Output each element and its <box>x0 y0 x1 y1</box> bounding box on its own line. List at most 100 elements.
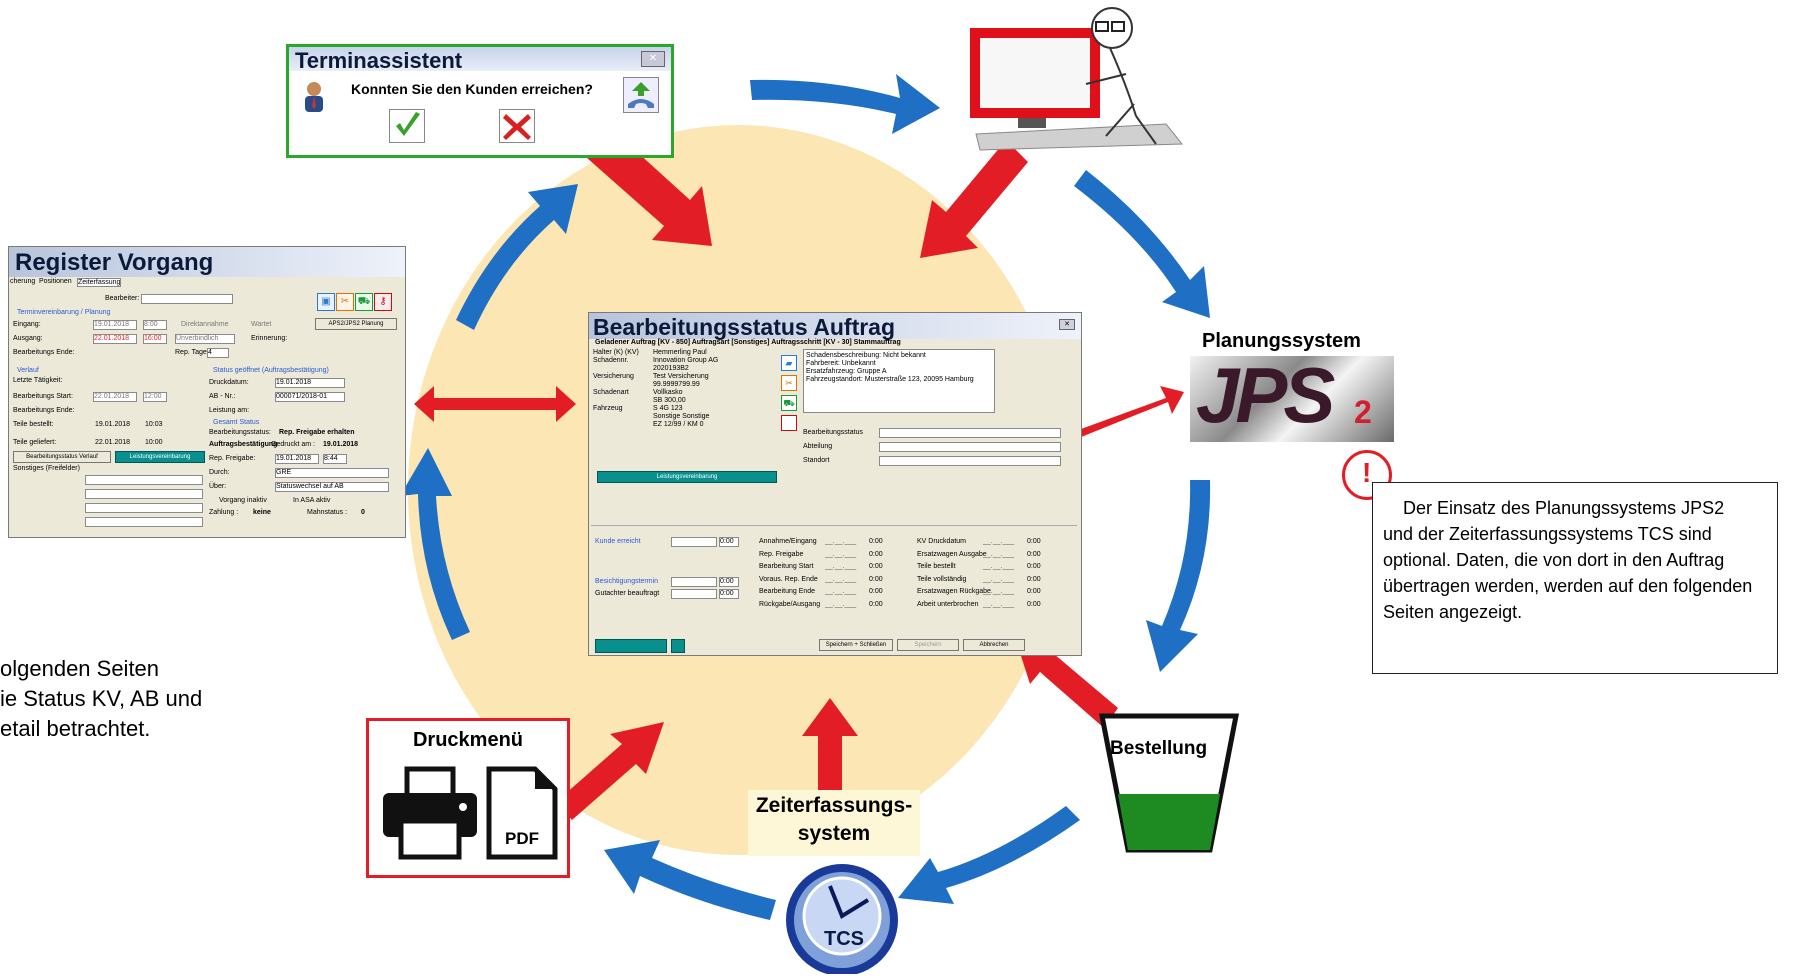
besichtigung-date[interactable] <box>671 577 717 587</box>
reptage-value[interactable]: 4 <box>207 348 229 358</box>
jps2-logo: JPS 2 <box>1190 356 1394 442</box>
no-button[interactable] <box>499 109 535 143</box>
eingang-date[interactable]: 19.01.2018 <box>93 320 137 330</box>
cancel-button[interactable]: Abbrechen <box>963 639 1025 651</box>
mid-date[interactable]: __.__.___ <box>825 550 857 558</box>
standort-select[interactable] <box>879 456 1061 466</box>
status-verlauf-button[interactable]: Bearbeitungsstatus Verlauf <box>13 451 111 463</box>
aps-planung-button[interactable]: APS2/JPS2 Planung <box>315 318 397 330</box>
red-arrow-bestellung <box>1014 634 1118 728</box>
cart-icon[interactable]: ⛟ <box>781 395 797 411</box>
kunde-erreicht-time[interactable]: 0:00 <box>719 537 739 547</box>
teal-progress-button[interactable] <box>595 639 667 653</box>
right-date[interactable]: __.__.___ <box>983 575 1015 583</box>
unverbindlich-field[interactable]: Unverbindlich <box>175 334 235 344</box>
right-time[interactable]: 0:00 <box>1027 600 1041 608</box>
freifeld-input[interactable] <box>85 503 203 513</box>
bearbeitungs-start-time[interactable]: 12:00 <box>143 392 167 402</box>
mid-time[interactable]: 0:00 <box>869 575 883 583</box>
bearbeitungs-start-date[interactable]: 22.01.2018 <box>93 392 137 402</box>
gutachter-date[interactable] <box>671 589 717 599</box>
mid-time[interactable]: 0:00 <box>869 588 883 595</box>
standort-label: Standort <box>803 457 830 464</box>
leistungsvereinbarung-button[interactable]: Leistungsvereinbarung <box>115 451 205 463</box>
yes-button[interactable] <box>389 109 425 143</box>
close-icon[interactable]: ✕ <box>641 51 665 67</box>
bearbeiter-select[interactable] <box>141 294 233 304</box>
zeiterfassung-label-box: Zeiterfassungs- system <box>748 790 920 856</box>
bstatus-value: Rep. Freigabe erhalten <box>279 429 355 436</box>
zeiterfassung-title-1: Zeiterfassungs- <box>755 794 913 817</box>
left-body-text: olgenden Seiten ie Status KV, AB und eta… <box>0 654 300 744</box>
close-icon[interactable]: ✕ <box>1059 319 1075 330</box>
save-close-button[interactable]: Speichern + Schließen <box>819 639 893 651</box>
right-time[interactable]: 0:00 <box>1027 550 1041 558</box>
calendar-icon[interactable]: ▣ <box>317 293 335 311</box>
ausgang-time[interactable]: 16:00 <box>143 334 167 344</box>
freifeld-input[interactable] <box>85 517 203 527</box>
right-date[interactable]: __.__.___ <box>983 563 1015 570</box>
phone-button[interactable] <box>623 77 659 113</box>
mid-time[interactable]: 0:00 <box>869 538 883 545</box>
register-title: Register Vorgang <box>15 249 214 276</box>
leistungsvereinbarung-button[interactable]: Leistungsvereinbarung <box>597 471 777 483</box>
folder-icon[interactable]: ▰ <box>781 355 797 371</box>
tab-versicherung[interactable]: cherung <box>10 278 36 285</box>
mid-date[interactable]: __.__.___ <box>825 563 857 570</box>
cart-icon[interactable]: ⛟ <box>355 293 373 311</box>
right-time[interactable]: 0:00 <box>1027 588 1041 595</box>
gutachter-time[interactable]: 0:00 <box>719 589 739 599</box>
empty-status-icon[interactable] <box>781 415 797 431</box>
eingang-time[interactable]: 8:00 <box>143 320 167 330</box>
direktannahme-checkbox[interactable]: Direktannahme <box>181 321 229 328</box>
planungssystem-title: Planungssystem <box>1202 330 1361 352</box>
right-time[interactable]: 0:00 <box>1027 575 1041 583</box>
mid-date[interactable]: __.__.___ <box>825 575 857 583</box>
printer-icon <box>383 766 477 860</box>
teal-small-button[interactable] <box>671 639 685 653</box>
tab-zeiterfassung[interactable]: Zeiterfassung <box>77 278 122 287</box>
vorgang-inaktiv-checkbox[interactable]: Vorgang inaktiv <box>219 497 267 504</box>
mid-time[interactable]: 0:00 <box>869 550 883 558</box>
besichtigung-time[interactable]: 0:00 <box>719 577 739 587</box>
mid-time[interactable]: 0:00 <box>869 563 883 570</box>
mid-date[interactable]: __.__.___ <box>825 588 857 595</box>
mid-label: Bearbeitung Ende <box>759 588 816 595</box>
right-date[interactable]: __.__.___ <box>983 600 1015 608</box>
wartet-checkbox[interactable]: Wartet <box>251 321 272 328</box>
teile-geliefert-time: 10:00 <box>145 439 163 446</box>
bestellung-title: Bestellung <box>1110 738 1208 759</box>
kunde-erreicht-date[interactable] <box>671 537 717 547</box>
key-icon[interactable]: ⚷ <box>374 293 392 311</box>
mid-label: Rückgabe/Ausgang <box>759 600 821 608</box>
right-date[interactable]: __.__.___ <box>983 588 1015 595</box>
teile-bestellt-label: Teile bestellt: <box>13 421 54 428</box>
note-line: Fahrbereit: Unbekannt <box>806 360 876 367</box>
rep-freigabe-date[interactable]: 19.01.2018 <box>275 454 319 464</box>
tools-icon[interactable]: ✂ <box>781 375 797 391</box>
tools-icon[interactable]: ✂ <box>336 293 354 311</box>
right-time[interactable]: 0:00 <box>1027 563 1041 570</box>
mid-date[interactable]: __.__.___ <box>825 600 857 608</box>
right-date[interactable]: __.__.___ <box>983 550 1015 558</box>
save-button[interactable]: Speichern <box>897 639 959 651</box>
tab-positionen[interactable]: Positionen <box>39 278 72 285</box>
bearbeitungsstatus-select[interactable] <box>879 428 1061 438</box>
rep-freigabe-time[interactable]: 8:44 <box>323 454 347 464</box>
freifeld-input[interactable] <box>85 475 203 485</box>
blue-arrow-bottom-right <box>898 806 1080 904</box>
info-label: Halter (K) (KV) <box>593 349 639 356</box>
ausgang-date[interactable]: 22.01.2018 <box>93 334 137 344</box>
right-time[interactable]: 0:00 <box>1027 538 1041 545</box>
right-date[interactable]: __.__.___ <box>983 538 1015 545</box>
mid-date[interactable]: __.__.___ <box>825 538 857 545</box>
freifeld-input[interactable] <box>85 489 203 499</box>
mid-time[interactable]: 0:00 <box>869 600 883 608</box>
jps-logo-text: JPS <box>1196 356 1335 439</box>
asa-aktiv-checkbox[interactable]: In ASA aktiv <box>293 497 331 504</box>
abteilung-select[interactable] <box>879 442 1061 452</box>
bearbeitungs-ende2-label: Bearbeitungs Ende: <box>13 407 75 414</box>
section-terminvereinbarung: Terminvereinbarung / Planung <box>17 309 111 316</box>
